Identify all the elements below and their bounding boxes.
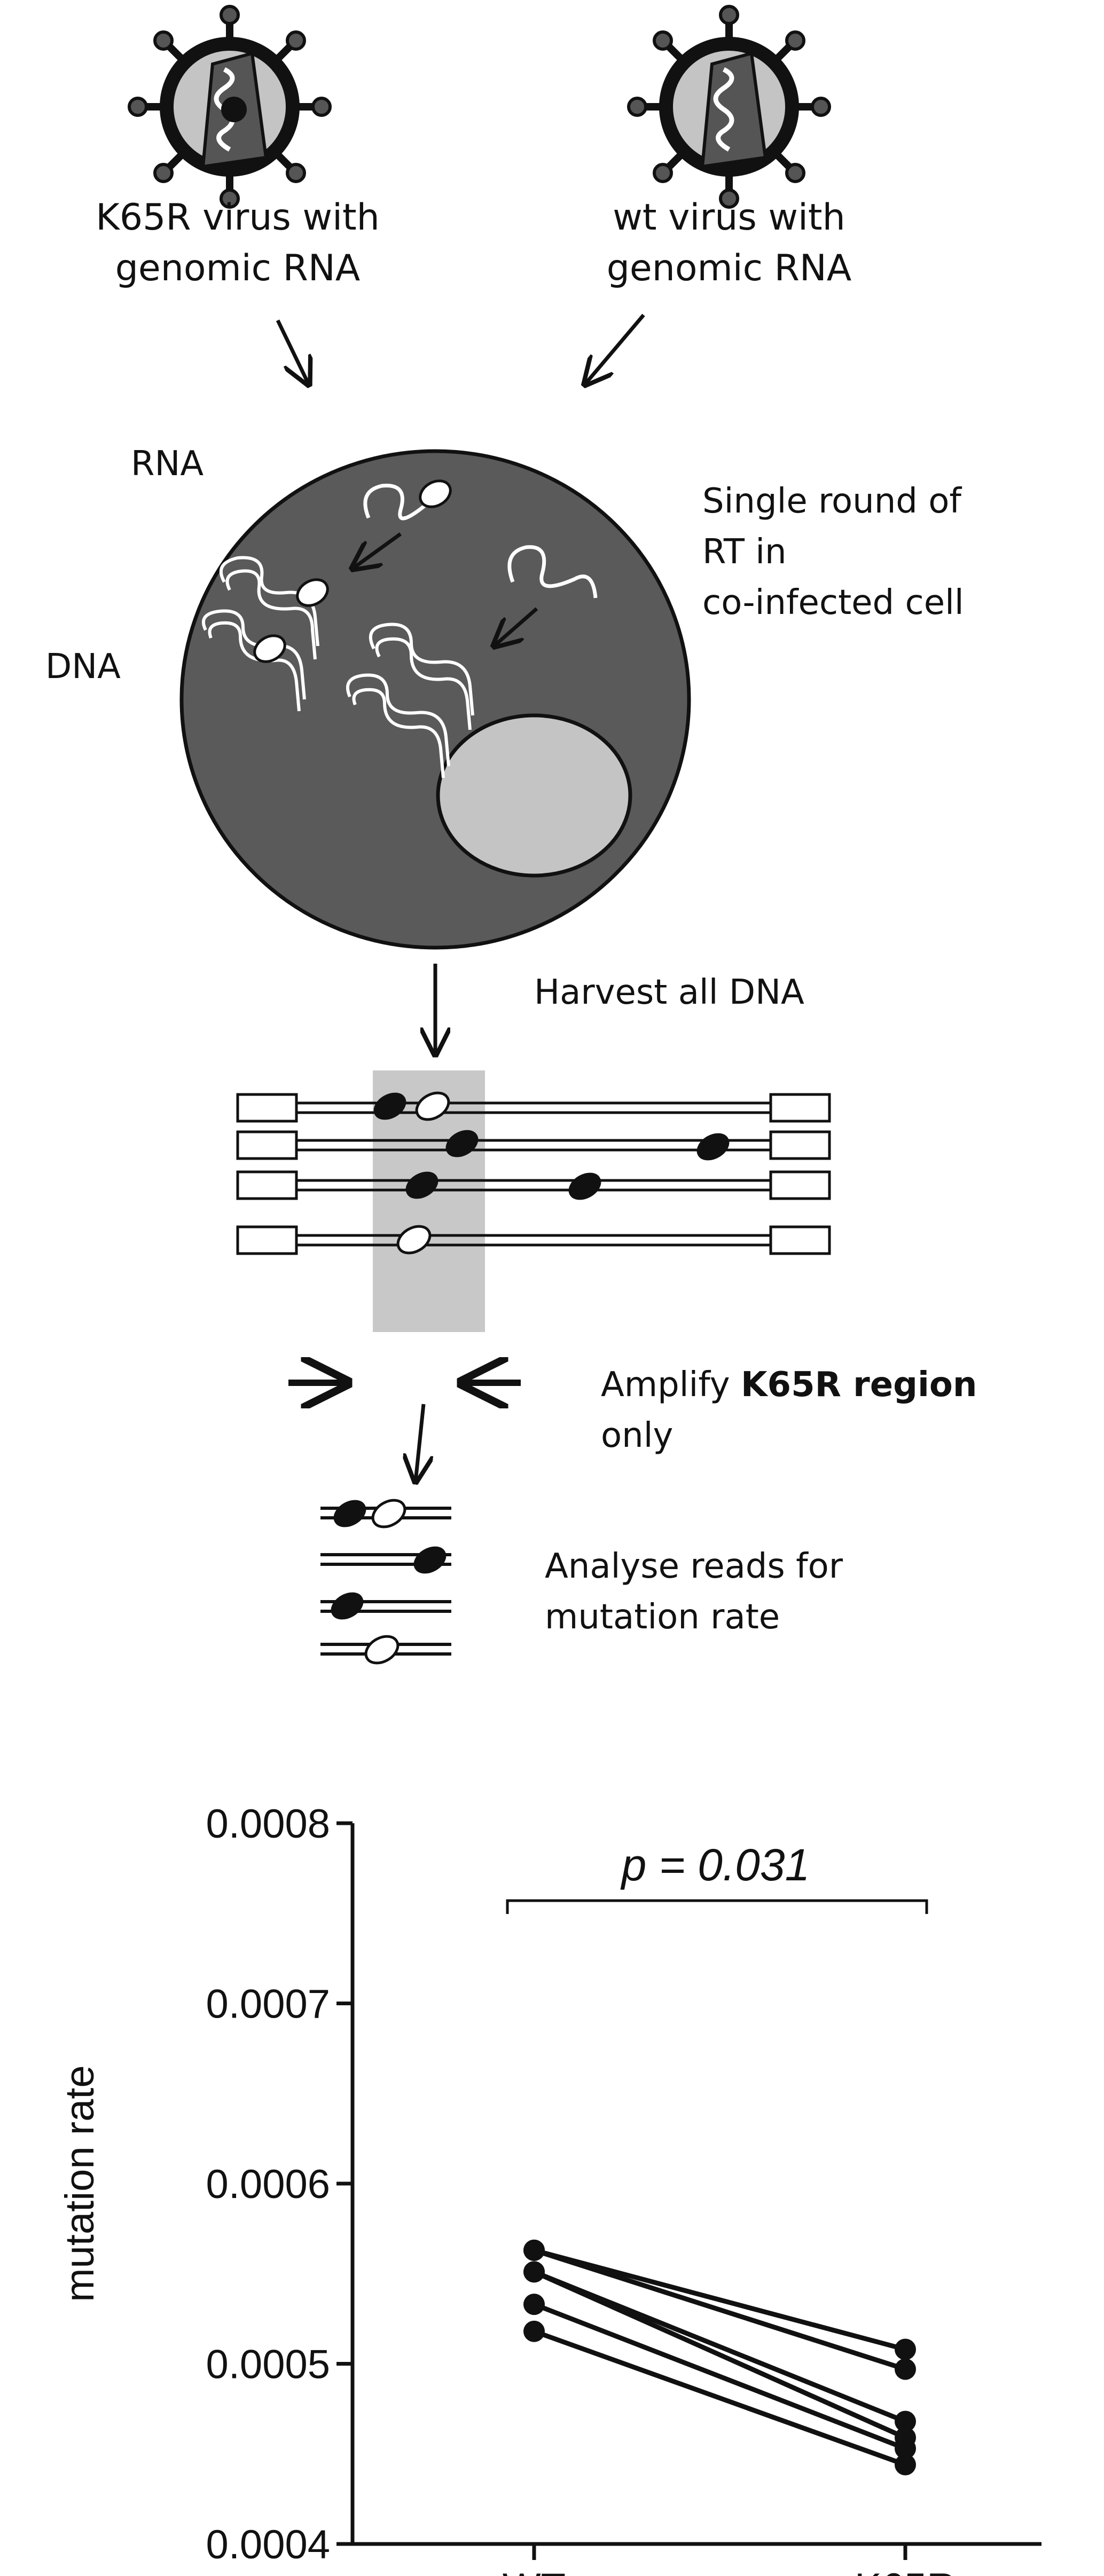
y-axis-label: mutation rate	[57, 2065, 103, 2302]
dna-label: DNA	[45, 647, 121, 687]
amplicons	[320, 1507, 451, 1656]
series-lines	[533, 2248, 906, 2467]
dna-fragment	[236, 1225, 831, 1255]
amplify-label-line1: Amplify K65R region	[601, 1365, 977, 1405]
y-tick-label: 0.0005	[206, 2342, 330, 2388]
mutation-mark-icon	[415, 1091, 450, 1121]
dna-fragments	[236, 1093, 831, 1255]
y-ticks: 0.0004 0.0005 0.0006 0.0007 0.0008	[206, 1801, 353, 2567]
nucleus	[436, 713, 632, 878]
data-point	[895, 2454, 916, 2476]
mutation-mark-icon	[405, 1171, 439, 1199]
y-tick-label: 0.0008	[206, 1801, 330, 1847]
rt-enzyme-icon	[296, 578, 329, 607]
amplify-label-line2: only	[601, 1416, 673, 1455]
paired-line	[533, 2248, 906, 2372]
k65r-virus-label-line1: K65R virus with	[96, 196, 379, 239]
dna-fragment	[236, 1170, 831, 1200]
rt-enzyme-icon	[419, 479, 452, 508]
dna-fragment	[236, 1130, 831, 1160]
mutation-mark-icon	[445, 1130, 479, 1157]
data-point	[523, 2261, 545, 2283]
rt-enzyme-icon	[253, 634, 286, 663]
data-point	[523, 2239, 545, 2261]
wt-virus-icon	[627, 5, 831, 209]
data-point	[523, 2320, 545, 2342]
rna-label: RNA	[131, 444, 203, 484]
single-round-label-line2: RT in	[702, 532, 787, 572]
amplify-label-bold: K65R region	[741, 1365, 977, 1405]
paired-line	[533, 2248, 906, 2352]
significance-bracket	[506, 1899, 928, 1914]
mutation-mark-icon	[568, 1172, 601, 1200]
single-round-label-line1: Single round of	[702, 482, 962, 521]
data-point	[895, 2410, 916, 2432]
paired-line	[533, 2270, 906, 2424]
cell-arrow	[353, 532, 402, 569]
mutation-mark-icon	[696, 1133, 730, 1161]
y-tick-label: 0.0007	[206, 1982, 330, 2027]
k65r-virus-label-line2: genomic RNA	[115, 247, 360, 289]
k65r-entry-arrow	[276, 319, 309, 384]
wt-virus-label-line1: wt virus with	[613, 196, 845, 239]
single-round-label-line3: co-infected cell	[702, 583, 964, 623]
analyse-label-line1: Analyse reads for	[545, 1547, 843, 1586]
paired-line	[533, 2329, 906, 2467]
x-tick-label: WT	[503, 2565, 566, 2576]
mutation-mark-icon	[331, 1592, 364, 1620]
mutation-mark-icon	[373, 1092, 406, 1120]
y-tick-label: 0.0004	[206, 2522, 330, 2567]
data-point	[895, 2338, 916, 2360]
data-point	[895, 2358, 916, 2380]
y-tick-label: 0.0006	[206, 2162, 330, 2207]
dna-fragment	[236, 1093, 831, 1123]
series-points	[523, 2239, 916, 2476]
co-infected-cell	[179, 449, 691, 950]
mutation-mark-icon	[396, 1225, 432, 1255]
mutation-mark-icon	[364, 1635, 400, 1665]
paired-line	[533, 2270, 906, 2440]
x-tick-label: K65R	[855, 2565, 956, 2576]
data-point	[523, 2294, 545, 2315]
mutation-mark-icon	[333, 1500, 366, 1527]
amplify-label-prefix: Amplify	[601, 1365, 741, 1405]
cell-arrow	[494, 607, 538, 646]
wt-virus-label-line2: genomic RNA	[607, 247, 851, 289]
mutation-mark-icon	[413, 1546, 447, 1574]
harvest-label: Harvest all DNA	[534, 973, 804, 1012]
wt-entry-arrow	[585, 313, 645, 384]
data-point	[895, 2438, 916, 2460]
mutation-rate-chart: 0.0004 0.0005 0.0006 0.0007 0.0008 WT K65R mu…	[57, 1801, 1042, 2576]
analyse-label-line2: mutation rate	[545, 1597, 780, 1637]
paired-line	[533, 2302, 906, 2451]
mutation-mark-icon	[371, 1499, 406, 1529]
k65r-virus-icon	[128, 5, 332, 209]
rna-strand	[363, 484, 434, 521]
p-value-annotation: p = 0.031	[620, 1840, 810, 1890]
rna-strand	[507, 545, 598, 598]
x-ticks: WT K65R	[503, 2544, 956, 2576]
amplify-arrow	[416, 1404, 424, 1482]
